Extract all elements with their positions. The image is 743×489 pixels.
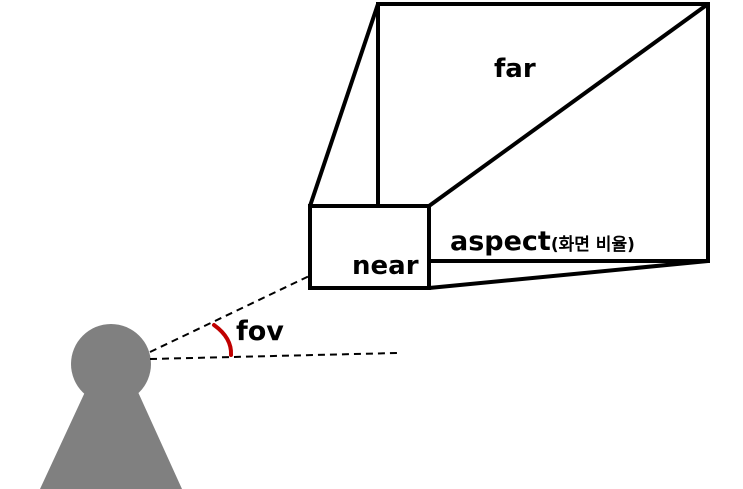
person-icon bbox=[40, 324, 182, 489]
frustum-edge-top-right bbox=[427, 2, 710, 208]
viewer-head bbox=[71, 324, 151, 404]
view-line-lower bbox=[149, 352, 398, 360]
far-label: far bbox=[494, 54, 536, 84]
near-plane bbox=[308, 204, 431, 290]
aspect-label-note: (화면 비율) bbox=[550, 235, 635, 255]
fov-arc bbox=[212, 323, 234, 357]
near-label: near bbox=[352, 251, 419, 281]
fov-label: fov bbox=[236, 316, 284, 347]
aspect-label-main: aspect bbox=[450, 226, 551, 257]
frustum-edge-bottom-right bbox=[428, 259, 709, 290]
frustum-edge-top-left bbox=[308, 3, 380, 207]
viewer-body bbox=[40, 392, 182, 489]
aspect-label: aspect(화면 비율) bbox=[450, 228, 635, 255]
